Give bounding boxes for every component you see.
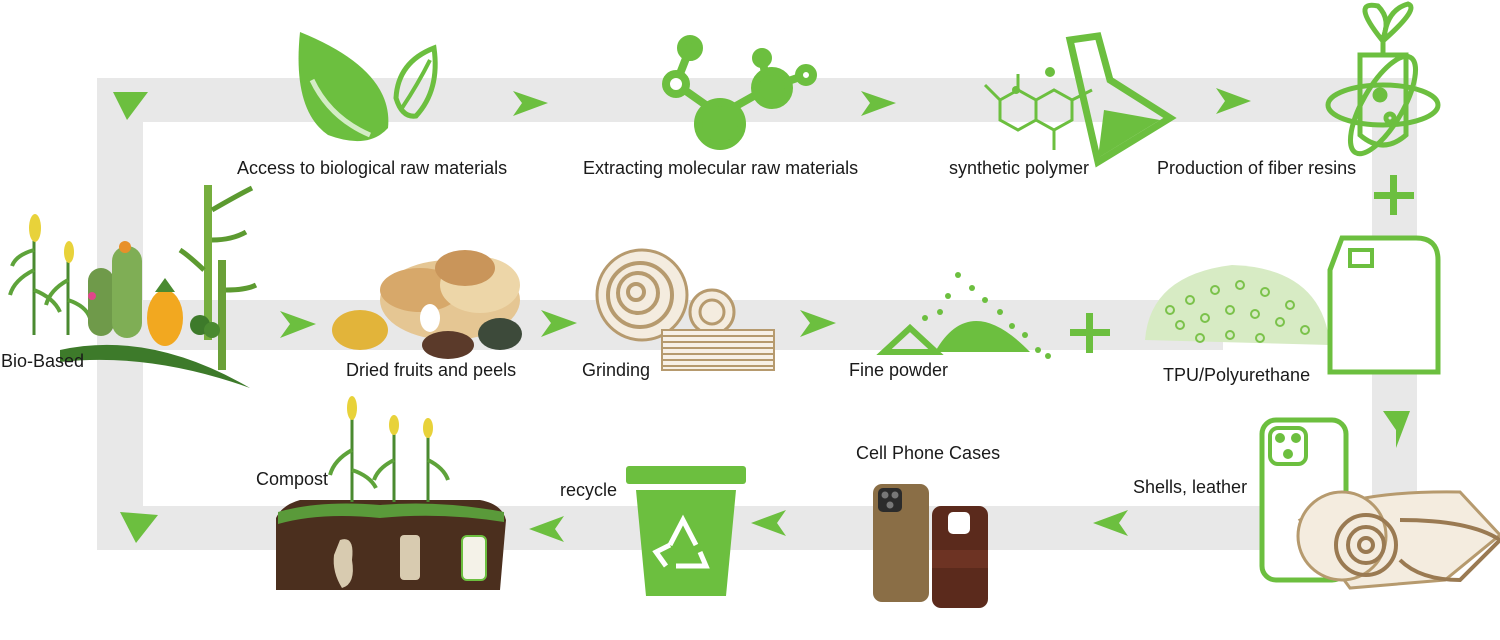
- label-access-raw-materials: Access to biological raw materials: [237, 158, 508, 178]
- arrow-top-2: [861, 91, 896, 116]
- molecule-icon: [662, 35, 817, 150]
- arrow-mid-3: [800, 310, 836, 337]
- arrow-bottom-1: [1093, 510, 1128, 536]
- label-shells-leather: Shells, leather: [1133, 477, 1248, 497]
- label-synthetic-polymer: synthetic polymer: [949, 158, 1090, 178]
- arrow-mid-1: [280, 311, 316, 338]
- arrow-right-down: [1383, 411, 1410, 448]
- label-cell-phone-cases: Cell Phone Cases: [856, 443, 1001, 463]
- label-dried-fruits: Dried fruits and peels: [346, 360, 517, 380]
- arrow-corner-top-left: [113, 92, 148, 120]
- label-recycle: recycle: [560, 480, 618, 500]
- pellets-jerrycan-icon: [1145, 235, 1441, 375]
- label-tpu-polyurethane: TPU/Polyurethane: [1163, 365, 1311, 385]
- test-tube-plant-icon: [1325, 1, 1441, 157]
- phone-shell-roll-icon: [1259, 417, 1500, 590]
- powder-scoop-icon: [876, 272, 1051, 359]
- label-grinding: Grinding: [582, 360, 651, 380]
- arrow-bottom-3: [529, 516, 564, 542]
- flask-icon: [983, 32, 1177, 168]
- recycle-bin-icon: [626, 466, 746, 596]
- label-fiber-resins: Production of fiber resins: [1157, 158, 1357, 178]
- arrow-bottom-2: [751, 510, 786, 536]
- arrow-top-3: [1216, 88, 1251, 114]
- label-bio-based: Bio-Based: [1, 351, 85, 371]
- wood-rings-icon: [595, 248, 775, 371]
- arrow-top-1: [513, 91, 548, 116]
- leaf-icon: [298, 32, 438, 142]
- arrow-corner-bottom-left: [120, 512, 158, 543]
- label-extracting-molecular: Extracting molecular raw materials: [583, 158, 859, 178]
- plants-icon: [8, 185, 258, 388]
- label-compost: Compost: [256, 469, 329, 489]
- label-fine-powder: Fine powder: [849, 360, 949, 380]
- dried-fruit-icon: [332, 250, 522, 359]
- arrow-mid-2: [541, 310, 577, 337]
- compost-soil-icon: [276, 396, 506, 590]
- phone-cases-icon: [873, 484, 988, 608]
